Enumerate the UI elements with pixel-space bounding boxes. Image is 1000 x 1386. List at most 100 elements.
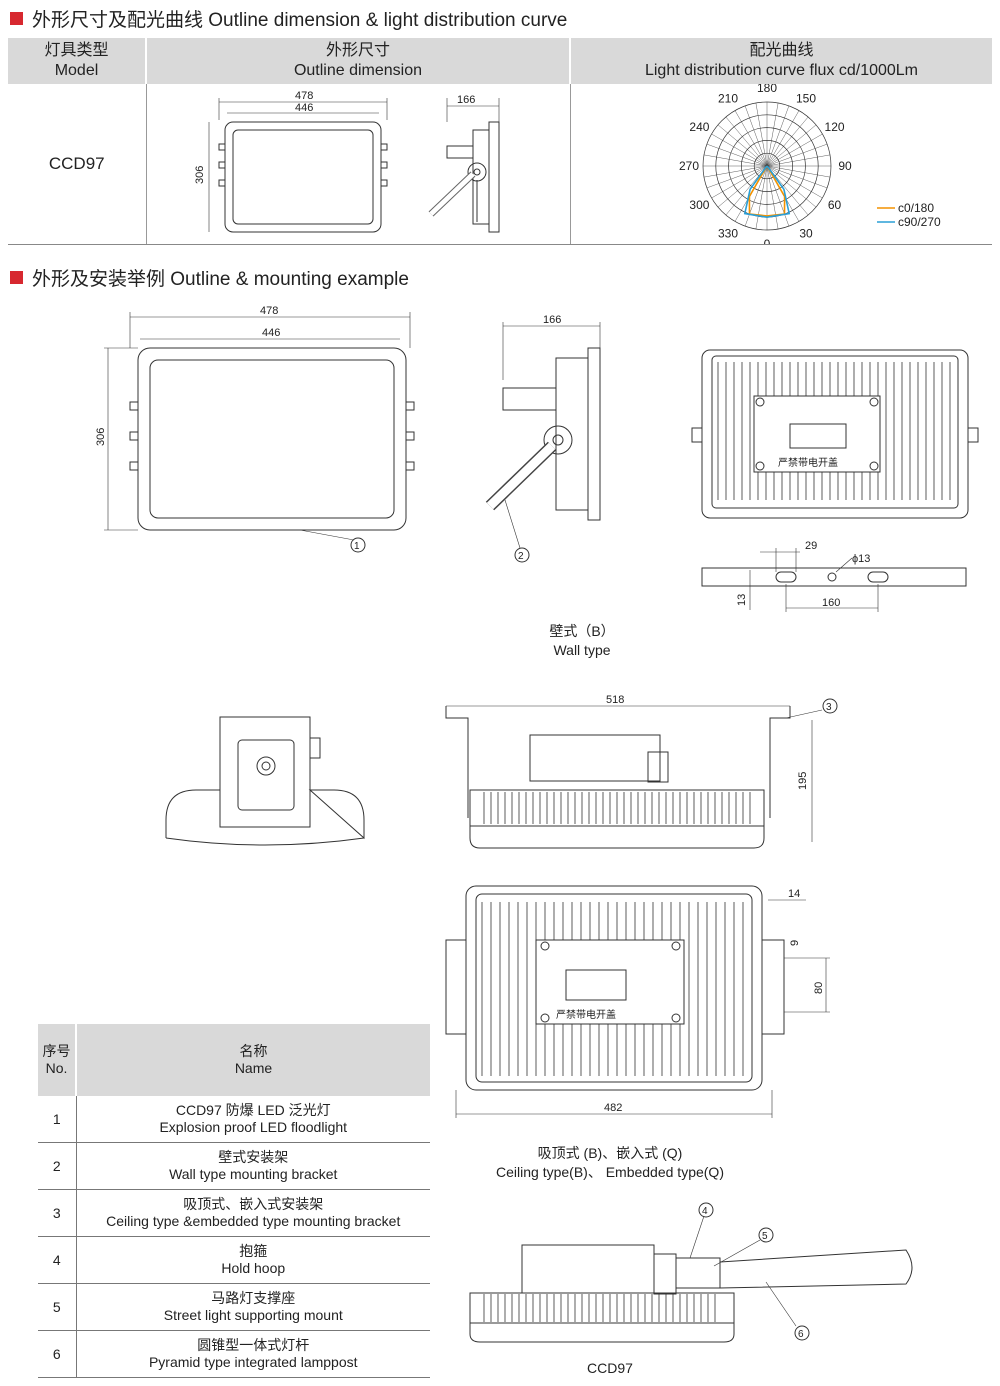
polar-angle-label: 270 (678, 159, 698, 173)
dim-14: 14 (788, 888, 800, 900)
dim-446-small: 446 (295, 102, 313, 114)
callout-5: 5 (762, 1231, 768, 1242)
row-no: 5 (38, 1283, 77, 1331)
polar-spoke (725, 116, 767, 167)
polar-spoke (710, 133, 767, 167)
polar-spoke (766, 165, 789, 227)
polar-spoke (766, 154, 830, 167)
outline-drawing: 478 446 306 166 (194, 90, 499, 233)
polar-grid (702, 101, 831, 231)
polar-angle-label: 90 (838, 159, 852, 173)
polar-spoke (710, 165, 767, 199)
legend-label: c90/270 (898, 215, 941, 229)
polar-spoke (766, 165, 830, 178)
polar-angle-label: 60 (827, 198, 841, 212)
polar-spoke (766, 116, 808, 167)
dim-phi13: ϕ13 (852, 553, 870, 565)
polar-angle-label: 180 (756, 84, 776, 95)
header-light-curve: 配光曲线 Light distribution curve flux cd/10… (569, 38, 992, 84)
polar-angle-label: 240 (689, 120, 709, 134)
dim-306: 306 (95, 428, 107, 446)
polar-spoke (717, 124, 767, 167)
dim-13: 13 (736, 594, 748, 606)
dim-478-small: 478 (295, 90, 313, 102)
red-square-icon (10, 12, 23, 25)
dim-166: 166 (543, 314, 561, 326)
row-no: 4 (38, 1236, 77, 1284)
polar-angle-label: 150 (795, 91, 815, 105)
polar-spoke (755, 165, 767, 230)
polar-spoke (766, 105, 789, 167)
callout-1: 1 (354, 541, 360, 552)
row-no: 2 (38, 1142, 77, 1190)
polar-spoke (766, 124, 816, 167)
legend-label: c0/180 (898, 201, 934, 215)
polar-angle-label: 330 (717, 227, 737, 241)
section-2-title: 外形及安装举例 Outline & mounting example (32, 269, 409, 290)
dim-446: 446 (262, 327, 280, 339)
ceiling-type-caption: 吸顶式 (B)、嵌入式 (Q) Ceiling type(B)、 Embedde… (496, 1145, 724, 1180)
polar-spoke (766, 133, 823, 167)
street-light-drawing: 4 5 6 (469, 1202, 913, 1343)
header-no: 序号 No. (38, 1024, 76, 1096)
polar-spoke (706, 165, 767, 189)
polar-series-curve (743, 165, 790, 219)
dim-478: 478 (260, 305, 278, 317)
dim-29: 29 (805, 540, 817, 552)
callout-4: 4 (702, 1206, 708, 1217)
polar-spoke (703, 154, 767, 167)
polar-spoke (755, 102, 767, 167)
spec-table: 灯具类型 Model 外形尺寸 Outline dimension 配光曲线 L… (8, 38, 992, 245)
row-no: 3 (38, 1189, 77, 1237)
polar-spoke (744, 165, 767, 227)
dim-166-small: 166 (457, 94, 475, 106)
section-1-title: 外形尺寸及配光曲线 Outline dimension & light dist… (32, 10, 568, 31)
wall-type-drawing: 478 446 306 1 166 2 严禁带电开盖 29 ϕ13 160 13 (95, 305, 979, 612)
dim-9: 9 (789, 940, 801, 946)
section-2-heading: 外形及安装举例 Outline & mounting example (10, 264, 409, 291)
polar-angle-label: 210 (717, 91, 737, 105)
callout-6: 6 (798, 1329, 804, 1340)
polar-angle-label: 30 (799, 227, 813, 241)
polar-spoke (717, 165, 767, 208)
polar-spoke (766, 165, 816, 208)
polar-spoke (744, 105, 767, 167)
red-square-icon (10, 271, 23, 284)
dim-306-small: 306 (194, 166, 206, 184)
row-no: 1 (38, 1096, 77, 1143)
ceiling-type-drawing: 518 3 195 严禁带电开盖 14 9 80 482 (165, 694, 838, 1118)
dim-482: 482 (604, 1102, 622, 1114)
warning-plate-text: 严禁带电开盖 (778, 456, 838, 469)
polar-series-curve (748, 165, 785, 217)
dim-80: 80 (813, 982, 825, 994)
outline-drawing-cell: 478 446 306 166 (145, 84, 570, 245)
header-outline: 外形尺寸 Outline dimension (145, 38, 570, 84)
dim-518: 518 (606, 694, 624, 706)
section-1-heading: 外形尺寸及配光曲线 Outline dimension & light dist… (10, 5, 567, 32)
dim-160: 160 (822, 597, 840, 609)
polar-spoke (734, 110, 767, 167)
polar-angle-label: 300 (689, 198, 709, 212)
street-caption: CCD97 (587, 1360, 633, 1376)
model-cell: CCD97 (8, 84, 146, 245)
polar-spoke (766, 165, 827, 189)
polar-spoke (766, 165, 778, 230)
callout-2: 2 (518, 551, 524, 562)
polar-spoke (766, 165, 823, 199)
polar-angle-label: 0 (763, 237, 770, 244)
callout-3: 3 (826, 702, 832, 713)
polar-spoke (766, 102, 778, 167)
header-model: 灯具类型 Model (8, 38, 146, 84)
row-no: 6 (38, 1330, 77, 1378)
polar-spoke (766, 143, 827, 167)
